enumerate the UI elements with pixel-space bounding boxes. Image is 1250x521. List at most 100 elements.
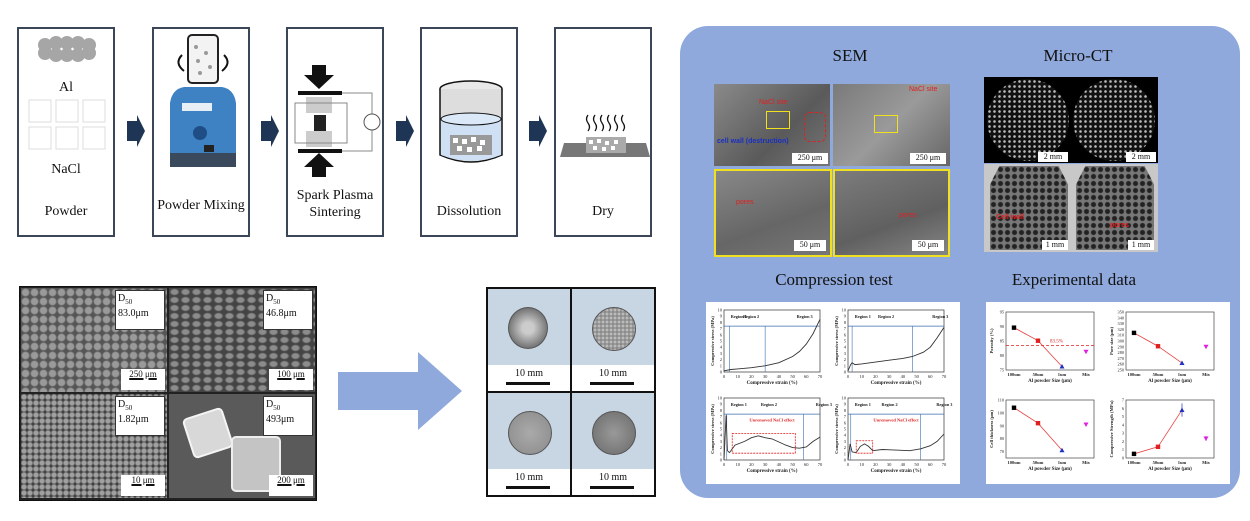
y-tick-label: 3 [1122,431,1124,436]
x-tick-label: 70 [818,462,823,467]
y-tick-label: 5 [844,339,847,344]
y-axis-label: Compressive stress (MPa) [834,316,839,366]
y-axis-label: Compressive stress (MPa) [710,316,715,366]
scale-bar-area: 10 mm [488,469,570,495]
ct-slice [1073,79,1155,161]
y-tick-label: 10 [718,308,723,313]
y-tick-label: 7 [844,326,847,331]
y-axis-label: Compressive Strength (MPa) [1109,400,1114,457]
y-tick-label: 10 [842,308,847,313]
x-tick-label: 40 [777,462,782,467]
annotation-label: Unremoved NaCl effect [873,418,919,423]
vortex-mixer-icon [170,34,236,167]
y-tick-label: 10 [718,396,723,401]
data-point [1131,330,1137,336]
x-tick-label: 60 [804,374,809,379]
plot-frame [1125,399,1215,459]
y-tick-label: 3 [720,439,723,444]
annotation-box [855,440,874,454]
x-axis-label: Compressive strain (%) [871,469,922,474]
x-tick-label: Mix [1202,372,1210,377]
scale-bar-label: 1 mm [1128,240,1154,250]
data-point [1083,349,1089,355]
sample-photo: 10 mm [488,289,570,391]
microct-figure: 2 mm 2 mm Cell wall pores 1 mm 1 mm [984,77,1158,252]
data-point [1083,422,1089,427]
nacl-site-label: NaCl site [759,99,788,106]
y-axis-label: Cell thickness (μm) [989,410,994,448]
x-tick-label: 10 [859,462,864,467]
scale-bar-label: 1 mm [1042,240,1068,250]
y-axis-label: Compressive stress (MPa) [834,404,839,454]
al-label: Al [59,80,73,95]
y-tick-label: 4 [844,433,847,438]
x-tick-label: 10 [735,462,740,467]
y-tick-label: 80 [1000,353,1004,358]
y-tick-label: 6 [720,420,723,425]
y-tick-label: 340 [1118,315,1124,320]
y-tick-label: 10 [842,396,847,401]
plot-frame [723,309,821,373]
y-tick-label: 250 [1118,368,1124,373]
x-tick-label: 0 [723,462,726,467]
y-tick-label: 110 [998,398,1004,403]
step-label: Dry [592,204,614,219]
data-point [1035,338,1041,343]
sem-title: SEM [832,46,868,65]
x-tick-label: 30 [763,374,768,379]
y-tick-label: 80 [1000,436,1004,441]
y-tick-label: 9 [720,314,723,319]
x-tick-label: 30 [763,462,768,467]
experimental-title: Experimental data [1011,270,1137,289]
plot-frame [847,309,945,373]
arrow-right-icon [396,115,414,147]
sample-disk [592,307,636,351]
y-tick-label: 320 [1118,327,1124,332]
scale-bar-label: 10 mm [514,368,544,379]
step-spark-plasma-sintering: Spark Plasma Sintering [286,27,384,237]
y-tick-label: 7 [1122,398,1125,403]
x-tick-label: 60 [928,462,933,467]
x-tick-label: 20 [749,462,754,467]
y-tick-label: 5 [720,427,723,432]
trend-line [1013,327,1063,367]
y-tick-label: 330 [1118,321,1124,326]
x-axis-label: Compressive strain (%) [871,381,922,386]
x-tick-label: 20 [749,374,754,379]
x-tick-label: 20 [873,462,878,467]
region-label: Region 1 [855,314,871,319]
y-tick-label: 0 [844,458,847,463]
scale-bar-label: 50 μm [912,240,944,251]
x-tick-label: 50 [914,462,919,467]
scale-bar-label: 10 μm [121,475,165,496]
region-label: Region 3 [816,402,832,407]
y-tick-label: 5 [720,339,723,344]
x-tick-label: 50um [1153,372,1164,377]
scale-bar-area: 10 mm [572,365,654,391]
nacl-label: NaCl [51,162,81,177]
x-axis-label: Al powder Size (μm) [1148,379,1192,384]
arrow-right-icon [127,115,145,147]
y-tick-label: 4 [720,345,723,350]
y-tick-label: 6 [844,420,847,425]
y-tick-label: 9 [844,314,847,319]
x-tick-label: 0 [847,374,850,379]
data-point [1035,421,1041,426]
y-tick-label: 0 [720,370,723,375]
region-label: Region 2 [881,402,897,407]
zoom-box [874,115,898,133]
x-axis-label: Al powder Size (μm) [1028,379,1072,384]
step-label: Dissolution [436,204,502,219]
data-point [1179,360,1185,366]
x-tick-label: 1um [1058,372,1067,377]
data-point [1155,344,1161,349]
y-tick-label: 90 [1000,324,1004,329]
